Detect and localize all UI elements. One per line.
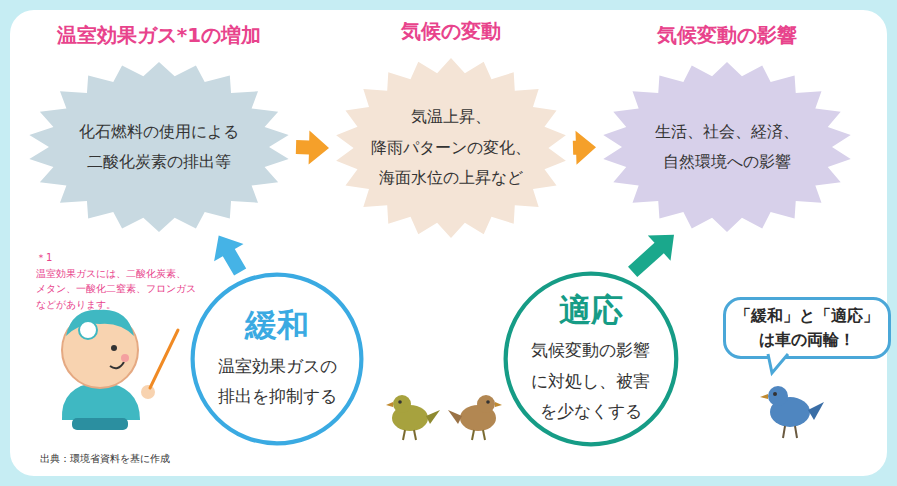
burst-body: 生活、社会、経済、 自然環境への影響 bbox=[655, 117, 799, 178]
circle-body: 気候変動の影響 に対処し、被害 を少なくする bbox=[531, 335, 650, 427]
text-line: 化石燃料の使用による bbox=[79, 117, 239, 147]
speech-tail-outline bbox=[768, 353, 788, 373]
speech-bubble: 「緩和」と「適応」 は車の両輪！ bbox=[723, 297, 891, 359]
text-line: 生活、社会、経済、 bbox=[655, 117, 799, 147]
burst-body: 化石燃料の使用による 二酸化炭素の排出等 bbox=[79, 117, 239, 178]
circle-heading: 適応 bbox=[559, 291, 623, 329]
bird-blue bbox=[760, 386, 824, 438]
character-eye bbox=[111, 345, 117, 351]
burst-heading: 温室効果ガス*1の増加 bbox=[57, 22, 261, 49]
block-arrow bbox=[296, 130, 329, 164]
bird-olive bbox=[386, 395, 440, 440]
text-line: メタン、一酸化二窒素、フロンガス bbox=[36, 281, 196, 297]
circle-outline bbox=[506, 274, 677, 445]
text-line: 降雨パターンの変化、 bbox=[371, 133, 531, 163]
burst-heading: 気候の変動 bbox=[401, 18, 501, 45]
bird-brown bbox=[448, 395, 502, 440]
text-line: 適応 bbox=[559, 291, 623, 329]
character-cheek bbox=[121, 354, 129, 362]
circle-body: 温室効果ガスの 排出を抑制する bbox=[218, 351, 337, 412]
text-line: 出典：環境省資料を基に作成 bbox=[40, 452, 170, 466]
cause-burst: 温室効果ガス*1の増加化石燃料の使用による 二酸化炭素の排出等 bbox=[28, 62, 290, 232]
character-legs bbox=[72, 418, 128, 430]
circle-heading: 緩和 bbox=[245, 306, 309, 344]
text-line: 「緩和」と「適応」 bbox=[735, 304, 879, 328]
pointer-stick bbox=[150, 330, 178, 388]
starburst-outline bbox=[603, 62, 850, 232]
character bbox=[62, 310, 178, 430]
character-hand bbox=[141, 385, 155, 399]
character-hair bbox=[66, 310, 134, 336]
source-note: 出典：環境省資料を基に作成 bbox=[40, 452, 170, 466]
text-line: 緩和 bbox=[245, 306, 309, 344]
burst-body: 気温上昇、 降雨パターンの変化、 海面水位の上昇など bbox=[371, 102, 531, 193]
starburst-outline bbox=[29, 62, 288, 232]
impact-burst: 気候変動の影響生活、社会、経済、 自然環境への影響 bbox=[602, 62, 852, 232]
mitigation-circle: 緩和温室効果ガスの 排出を抑制する bbox=[190, 272, 364, 446]
text-line: 二酸化炭素の排出等 bbox=[79, 147, 239, 177]
character-emblem bbox=[79, 321, 97, 339]
block-arrow bbox=[573, 131, 596, 165]
change-burst: 気候の変動気温上昇、 降雨パターンの変化、 海面水位の上昇など bbox=[335, 58, 567, 238]
block-arrow bbox=[628, 235, 674, 277]
speech-tail bbox=[766, 353, 796, 375]
speech-tail-border bbox=[768, 354, 788, 373]
bubble-text: 「緩和」と「適応」 は車の両輪！ bbox=[735, 304, 879, 352]
text-line: 温室効果ガスには、二酸化炭素、 bbox=[36, 266, 196, 282]
starburst-shape bbox=[28, 62, 290, 232]
text-line: 排出を抑制する bbox=[218, 381, 337, 412]
text-line: 自然環境への影響 bbox=[655, 147, 799, 177]
block-arrow bbox=[214, 235, 246, 275]
text-line: 温室効果ガスの bbox=[218, 351, 337, 382]
text-line: 気温上昇、 bbox=[371, 102, 531, 132]
character-mouth bbox=[110, 362, 124, 368]
starburst-outline bbox=[336, 58, 566, 238]
footnote: ＊1 温室効果ガスには、二酸化炭素、 メタン、一酸化二窒素、フロンガス などがあ… bbox=[36, 250, 196, 312]
text-line: 気候変動の影響 bbox=[531, 335, 650, 366]
text-line: に対処し、被害 bbox=[531, 366, 650, 397]
text-line: を少なくする bbox=[531, 396, 650, 427]
text-line: は車の両輪！ bbox=[735, 328, 879, 352]
text-line: 海面水位の上昇など bbox=[371, 163, 531, 193]
circle-outline bbox=[193, 275, 362, 444]
text-line: ＊1 bbox=[36, 250, 196, 266]
burst-heading: 気候変動の影響 bbox=[657, 22, 797, 49]
adaptation-circle: 適応気候変動の影響 に対処し、被害 を少なくする bbox=[503, 271, 679, 447]
text-line: などがあります。 bbox=[36, 297, 196, 313]
starburst-shape bbox=[602, 62, 852, 232]
